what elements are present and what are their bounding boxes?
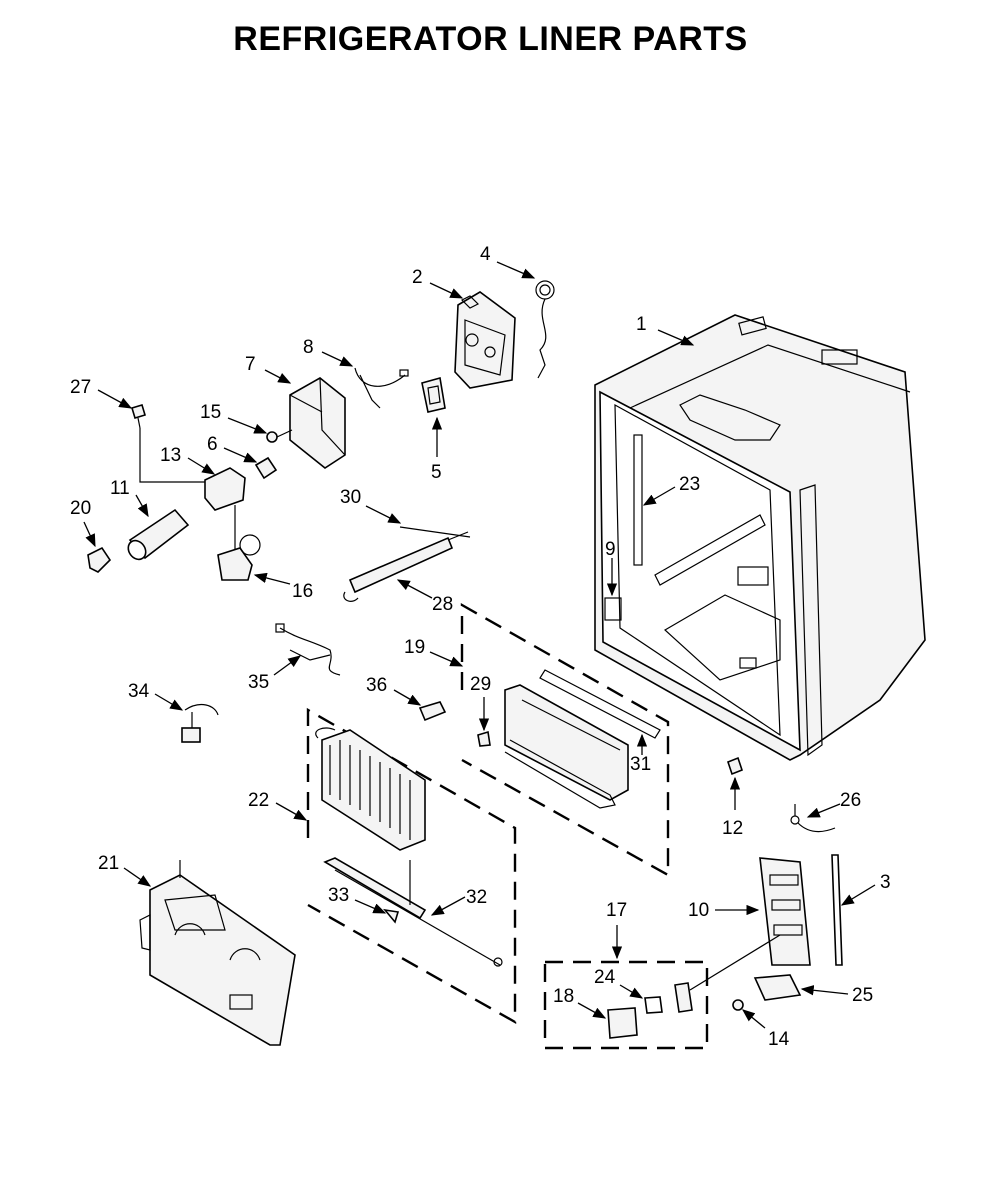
callout-14: 14 (768, 1029, 790, 1050)
fan-bracket (204, 467, 246, 555)
diagram-title: REFRIGERATOR LINER PARTS (233, 20, 748, 58)
dashed-group-filter-housing (543, 960, 709, 1050)
callout-21: 21 (98, 853, 119, 874)
screw-27 (131, 404, 205, 483)
callout-27: 27 (70, 377, 91, 398)
callout-35: 35 (248, 672, 269, 693)
dashed-group-evaporator (306, 707, 517, 1025)
callout-3: 3 (880, 872, 891, 893)
callout-22: 22 (248, 790, 269, 811)
clip-29 (477, 730, 491, 747)
callout-9: 9 (605, 539, 616, 560)
callout-18: 18 (553, 986, 574, 1007)
sensor-12 (727, 756, 743, 776)
mount-bracket-16 (217, 534, 261, 581)
callout-19: 19 (404, 637, 425, 658)
callout-28: 28 (432, 594, 453, 615)
callout-33: 33 (328, 885, 349, 906)
callout-8: 8 (303, 337, 314, 358)
callout-34: 34 (128, 681, 150, 702)
callout-36: 36 (366, 675, 387, 696)
callout-13: 13 (160, 445, 181, 466)
thermistor-coil (535, 280, 555, 379)
leader-lines (83, 261, 876, 1029)
wire-harness-35 (275, 623, 341, 676)
callout-23: 23 (679, 474, 700, 495)
drain-pan (504, 669, 661, 809)
callout-30: 30 (340, 487, 361, 508)
callout-32: 32 (466, 887, 487, 908)
callout-10: 10 (688, 900, 709, 921)
callout-2: 2 (412, 267, 423, 288)
control-panel-10 (759, 857, 811, 966)
connector-6 (254, 456, 278, 480)
screw-14 (732, 999, 744, 1011)
callout-26: 26 (840, 790, 861, 811)
wire-harness-small (354, 367, 409, 409)
fan-motor (127, 508, 190, 561)
callout-12: 12 (722, 818, 743, 839)
fan-blade-20 (87, 546, 112, 573)
callout-24: 24 (594, 967, 616, 988)
dashed-group-drain-pan (460, 602, 670, 878)
callout-labels: 1 2 3 4 5 6 7 8 9 10 11 12 13 14 15 16 1… (70, 244, 891, 1050)
control-housing (454, 291, 516, 389)
callout-5: 5 (431, 462, 442, 483)
callout-25: 25 (852, 985, 873, 1006)
callout-7: 7 (245, 354, 256, 375)
thermistor-26 (790, 804, 836, 833)
clip-25 (753, 974, 802, 1001)
defrost-heater (323, 857, 503, 967)
housing-cover (289, 377, 346, 469)
callout-20: 20 (70, 498, 91, 519)
callout-16: 16 (292, 581, 313, 602)
callout-15: 15 (200, 402, 221, 423)
heater-28 (343, 531, 469, 602)
screw-15 (266, 429, 293, 443)
foam-block-36 (418, 701, 447, 722)
callout-4: 4 (480, 244, 491, 265)
damper-part (421, 376, 446, 413)
callout-31: 31 (630, 754, 651, 775)
filter-parts (607, 934, 781, 1039)
callout-11: 11 (110, 478, 130, 499)
clip-33 (383, 908, 400, 924)
evaporator (315, 727, 426, 851)
refrigerator-liner (594, 314, 926, 761)
callout-29: 29 (470, 674, 491, 695)
callout-17: 17 (606, 900, 627, 921)
wire-harness-34 (181, 703, 219, 743)
evaporator-cover (139, 860, 296, 1046)
trim-strip-3 (831, 854, 843, 966)
callout-6: 6 (207, 434, 218, 455)
callout-1: 1 (636, 314, 647, 335)
